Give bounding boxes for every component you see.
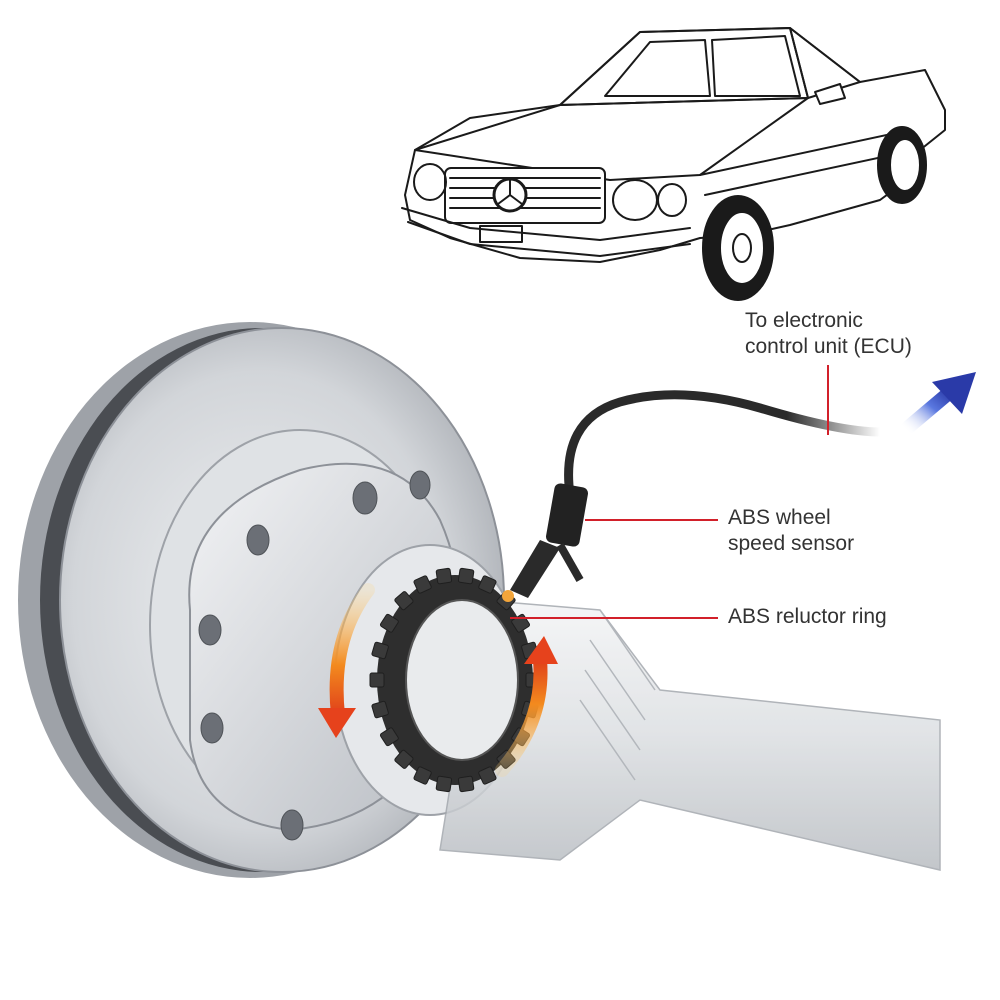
label-abs-wheel-speed-sensor: ABS wheel speed sensor — [728, 506, 855, 555]
rotation-arrow-left — [318, 583, 375, 738]
reluctor-ring — [369, 567, 541, 793]
drive-shaft-illustration — [439, 599, 941, 871]
reluctor-tooth — [394, 591, 414, 611]
label-abs-reluctor-ring: ABS reluctor ring — [728, 605, 887, 628]
reluctor-tooth — [435, 775, 453, 793]
reluctor-tooth — [371, 700, 389, 719]
reluctor-tooth — [478, 575, 497, 594]
leader-lines — [510, 365, 829, 619]
reluctor-tooth — [379, 613, 399, 633]
reluctor-tooth — [379, 727, 399, 747]
reluctor-tooth — [435, 567, 453, 585]
vehicle-illustration — [401, 27, 946, 301]
reluctor-tooth — [394, 749, 414, 769]
reluctor-tooth — [457, 775, 475, 793]
rotation-arrow-right — [495, 636, 558, 777]
reluctor-tooth — [478, 766, 497, 785]
brake-disc-illustration — [18, 322, 526, 878]
reluctor-tooth — [413, 766, 432, 785]
label-to-ecu: To electronic control unit (ECU) — [745, 309, 912, 358]
reluctor-tooth — [413, 575, 432, 594]
reluctor-tooth — [371, 641, 389, 660]
reluctor-tooth — [369, 672, 385, 688]
arrow-to-ecu-icon — [898, 372, 976, 437]
abs-sensor — [502, 390, 885, 602]
reluctor-tooth — [457, 567, 475, 585]
